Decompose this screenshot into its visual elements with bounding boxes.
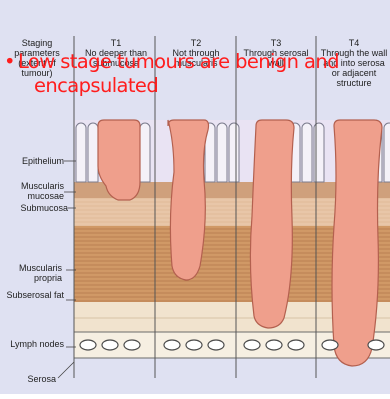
label-subserosal-fat: Subserosal fat	[2, 290, 64, 300]
stage-t1-title: T1	[78, 38, 154, 48]
stage-t2-title: T2	[158, 38, 234, 48]
label-lymph-nodes: Lymph nodes	[2, 339, 64, 349]
stage-t4-title: T4	[318, 38, 390, 48]
label-muscularis-mucosae: Muscularis mucosae	[2, 181, 64, 201]
slide-bullet-text: •Low stage tumours are benign and encaps…	[4, 50, 390, 98]
bullet-text-1: Low stage tumours are benign and	[18, 50, 339, 73]
label-submucosa: Submucosa	[2, 203, 68, 213]
tumour-t3	[250, 120, 294, 328]
label-muscularis-propria: Muscularis propria	[2, 263, 62, 283]
bullet-text-2: encapsulated	[4, 74, 390, 98]
bullet-glyph: •	[4, 50, 18, 74]
bullet-line-1: •Low stage tumours are benign and	[4, 50, 390, 74]
stage-t3-title: T3	[238, 38, 314, 48]
tumour-t4	[332, 120, 382, 366]
label-serosa: Serosa	[2, 374, 56, 384]
label-epithelium: Epithelium	[2, 156, 64, 166]
